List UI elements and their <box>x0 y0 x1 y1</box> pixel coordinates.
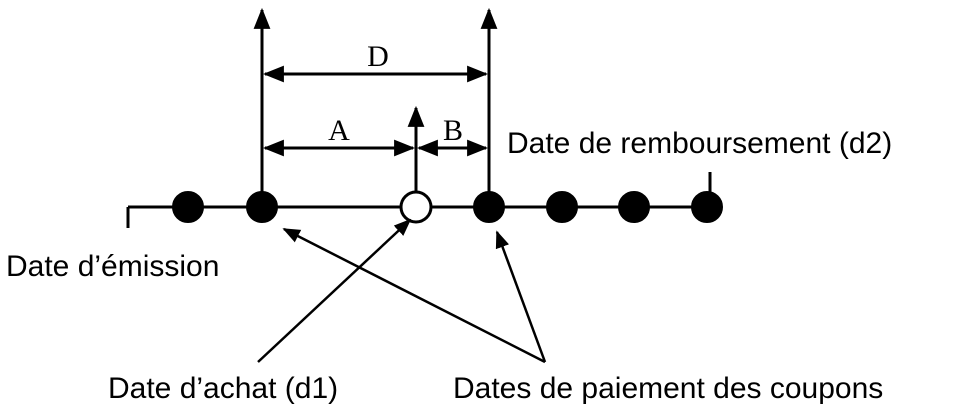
interval-arrows <box>262 65 489 157</box>
coupon-dot <box>691 191 723 223</box>
purchase-date-marker <box>399 190 433 224</box>
label-b: B <box>443 114 463 147</box>
coupon-pointer-left <box>282 227 546 364</box>
coupon-dot <box>546 191 578 223</box>
label-purchase-date: Date d’achat (d1) <box>108 372 338 405</box>
coupon-pointer-right <box>495 230 547 363</box>
coupon-dates <box>172 191 723 223</box>
label-redemption-date: Date de remboursement (d2) <box>507 127 892 160</box>
label-coupon-dates: Dates de paiement des coupons <box>453 372 883 405</box>
pointer-arrows <box>257 218 547 364</box>
coupon-dot <box>246 191 278 223</box>
label-d: D <box>367 40 389 73</box>
label-a: A <box>328 114 350 147</box>
coupon-dot <box>473 191 505 223</box>
coupon-dot <box>618 191 650 223</box>
coupon-dot <box>172 191 204 223</box>
label-issue-date: Date d’émission <box>6 250 219 283</box>
purchase-pointer <box>257 218 412 363</box>
